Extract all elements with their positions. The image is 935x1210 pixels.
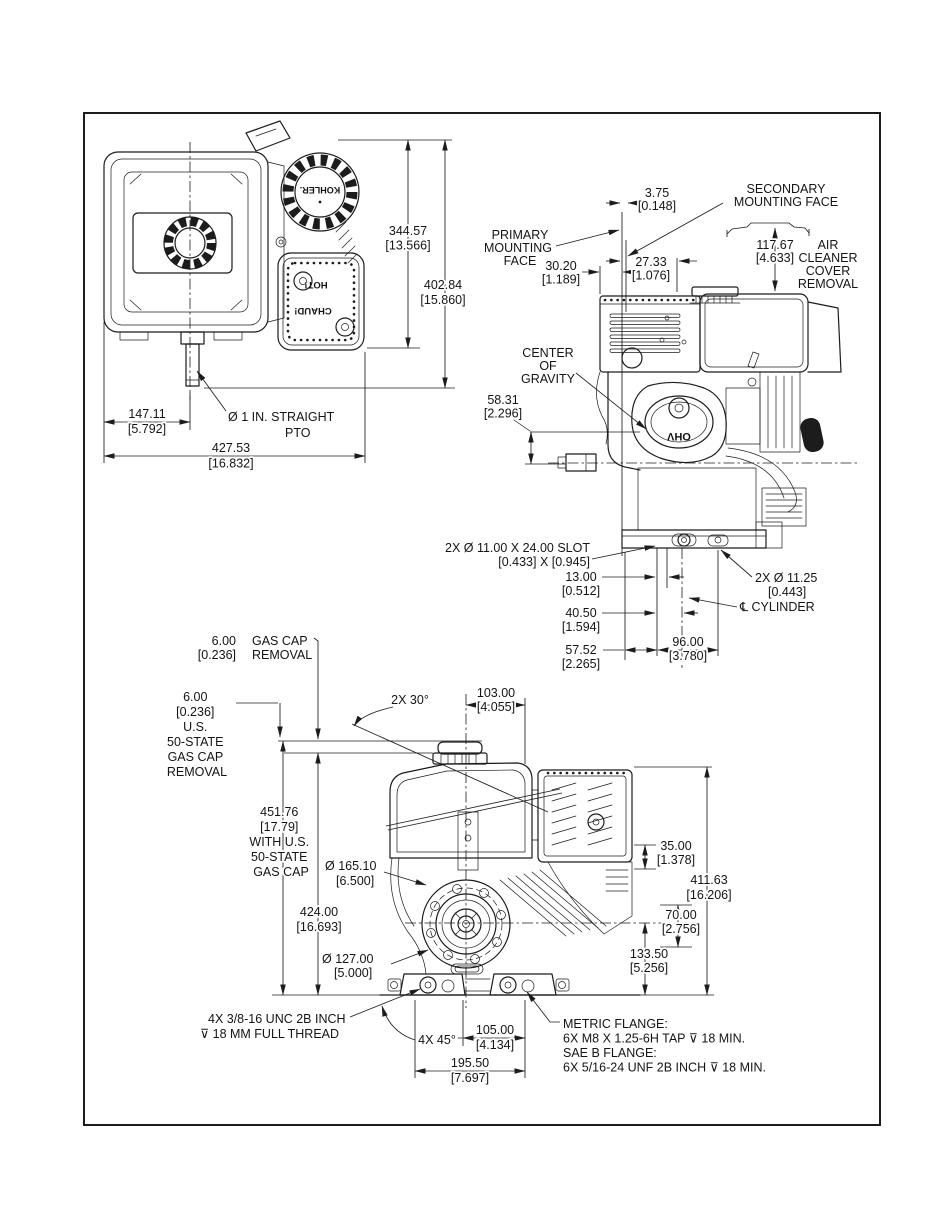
callout-pto-line2: PTO (285, 426, 311, 440)
callout-flange-note: METRIC FLANGE: 6X M8 X 1.25-6H TAP ⊽ 18 … (563, 1017, 766, 1075)
callout-pto: Ø 1 IN. STRAIGHT (228, 410, 335, 424)
dim-35-00: 35.00[1.378] (657, 839, 695, 867)
dim-402-84: 402.84[15.860] (420, 278, 465, 307)
callout-gas-cap: GAS CAP (252, 634, 308, 648)
callout-air-cleaner-4: REMOVAL (798, 277, 858, 291)
dim-70-00: 70.00[2.756] (662, 908, 700, 936)
callout-gas-cap-2: REMOVAL (252, 648, 312, 662)
side-view-engine-art: OHV (548, 286, 858, 549)
callout-secondary-face-2: MOUNTING FACE (734, 195, 838, 209)
chaud-decal: CHAUD! (294, 305, 331, 316)
callout-us-gas-cap: 6.00 [0.236] U.S. 50-STATE GAS CAP REMOV… (167, 690, 227, 779)
dim-411-63: 411.63[16.206] (686, 873, 731, 902)
front-view-dimensions: 344.57[13.566] 402.84[15.860] 147.11[5.7… (103, 139, 467, 472)
ohv-decal: OHV (666, 430, 691, 442)
dim-57-52: 57.52[2.265] (562, 643, 600, 671)
dim-424-00: 424.00[16.693] (296, 905, 341, 934)
callout-thread-2: ⊽ 18 MM FULL THREAD (200, 1027, 339, 1041)
callout-center-of-gravity: CENTER (522, 346, 573, 360)
callout-2x30: 2X 30° (391, 693, 429, 707)
callout-center-of-gravity-3: GRAVITY (521, 372, 576, 386)
dim-133-50: 133.50[5.256] (630, 947, 668, 975)
dim-30-20: 30.20[1.189] (542, 259, 580, 287)
callout-pilot-2: [5.000] (334, 966, 372, 980)
hot-decal: HOT! (304, 279, 327, 290)
callout-pilot: Ø 127.00 (322, 952, 373, 966)
dim-117-67: 117.67[4.633] (756, 238, 794, 265)
dim-96-00: 96.00[3.780] (669, 635, 707, 663)
callout-air-cleaner-3: COVER (806, 264, 850, 278)
dim-147-11: 147.11[5.792] (128, 407, 166, 436)
callout-holes: 2X Ø 11.25 (755, 571, 817, 585)
dim-451-76: 451.76 [17.79] WITH U.S. 50-STATE GAS CA… (249, 805, 312, 879)
bottom-view-engine-art (379, 741, 641, 996)
callout-slot-2: [0.433] X [0.945] (498, 555, 590, 569)
dim-195-50: 195.50[7.697] (451, 1056, 489, 1085)
callout-slot: 2X Ø 11.00 X 24.00 SLOT (445, 541, 590, 555)
dim-3-75: 3.75[0.148] (638, 186, 676, 213)
dim-105-00: 105.00[4.134] (476, 1023, 514, 1052)
callout-secondary-face: SECONDARY (747, 182, 827, 196)
dim-427-53: 427.53[16.832] (208, 441, 253, 471)
callout-air-cleaner-2: CLEANER (798, 251, 857, 265)
callout-bolt-circle: Ø 165.10 (325, 859, 376, 873)
dim-58-31: 58.31[2.296] (484, 393, 522, 421)
kohler-decal: KOHLER. (300, 185, 341, 195)
dim-13-00: 13.00[0.512] (562, 570, 600, 598)
dim-344-57: 344.57[13.566] (385, 224, 430, 253)
callout-4x45: 4X 45° (418, 1033, 456, 1047)
callout-holes-2: [0.443] (768, 585, 806, 599)
callout-primary-face-2: MOUNTING (484, 241, 552, 255)
callout-thread: 4X 3/8-16 UNC 2B INCH (208, 1012, 346, 1026)
callout-air-cleaner: AIR (818, 238, 839, 252)
callout-primary-face-3: FACE (504, 254, 537, 268)
bottom-view-dimensions: 2X 30° 103.00[4.055] 6.00[0.236] GAS CAP… (165, 632, 766, 1087)
dim-103-00: 103.00[4.055] (477, 686, 515, 714)
callout-center-of-gravity-2: OF (539, 359, 557, 373)
callout-cylinder-centerline: ℄ CYLINDER (739, 600, 815, 614)
front-view-engine-art: KOHLER. HOT! CHAUD! (103, 120, 365, 400)
side-view-dimensions: 3.75[0.148] SECONDARY MOUNTING FACE PRIM… (445, 182, 858, 673)
callout-bolt-circle-2: [6.500] (336, 874, 374, 888)
callout-primary-face: PRIMARY (492, 228, 549, 242)
dim-40-50: 40.50[1.594] (562, 606, 600, 634)
drawing-border (83, 112, 881, 1126)
dim-27-33: 27.33[1.076] (632, 255, 670, 283)
dim-6-00-cap: 6.00[0.236] (198, 634, 236, 662)
